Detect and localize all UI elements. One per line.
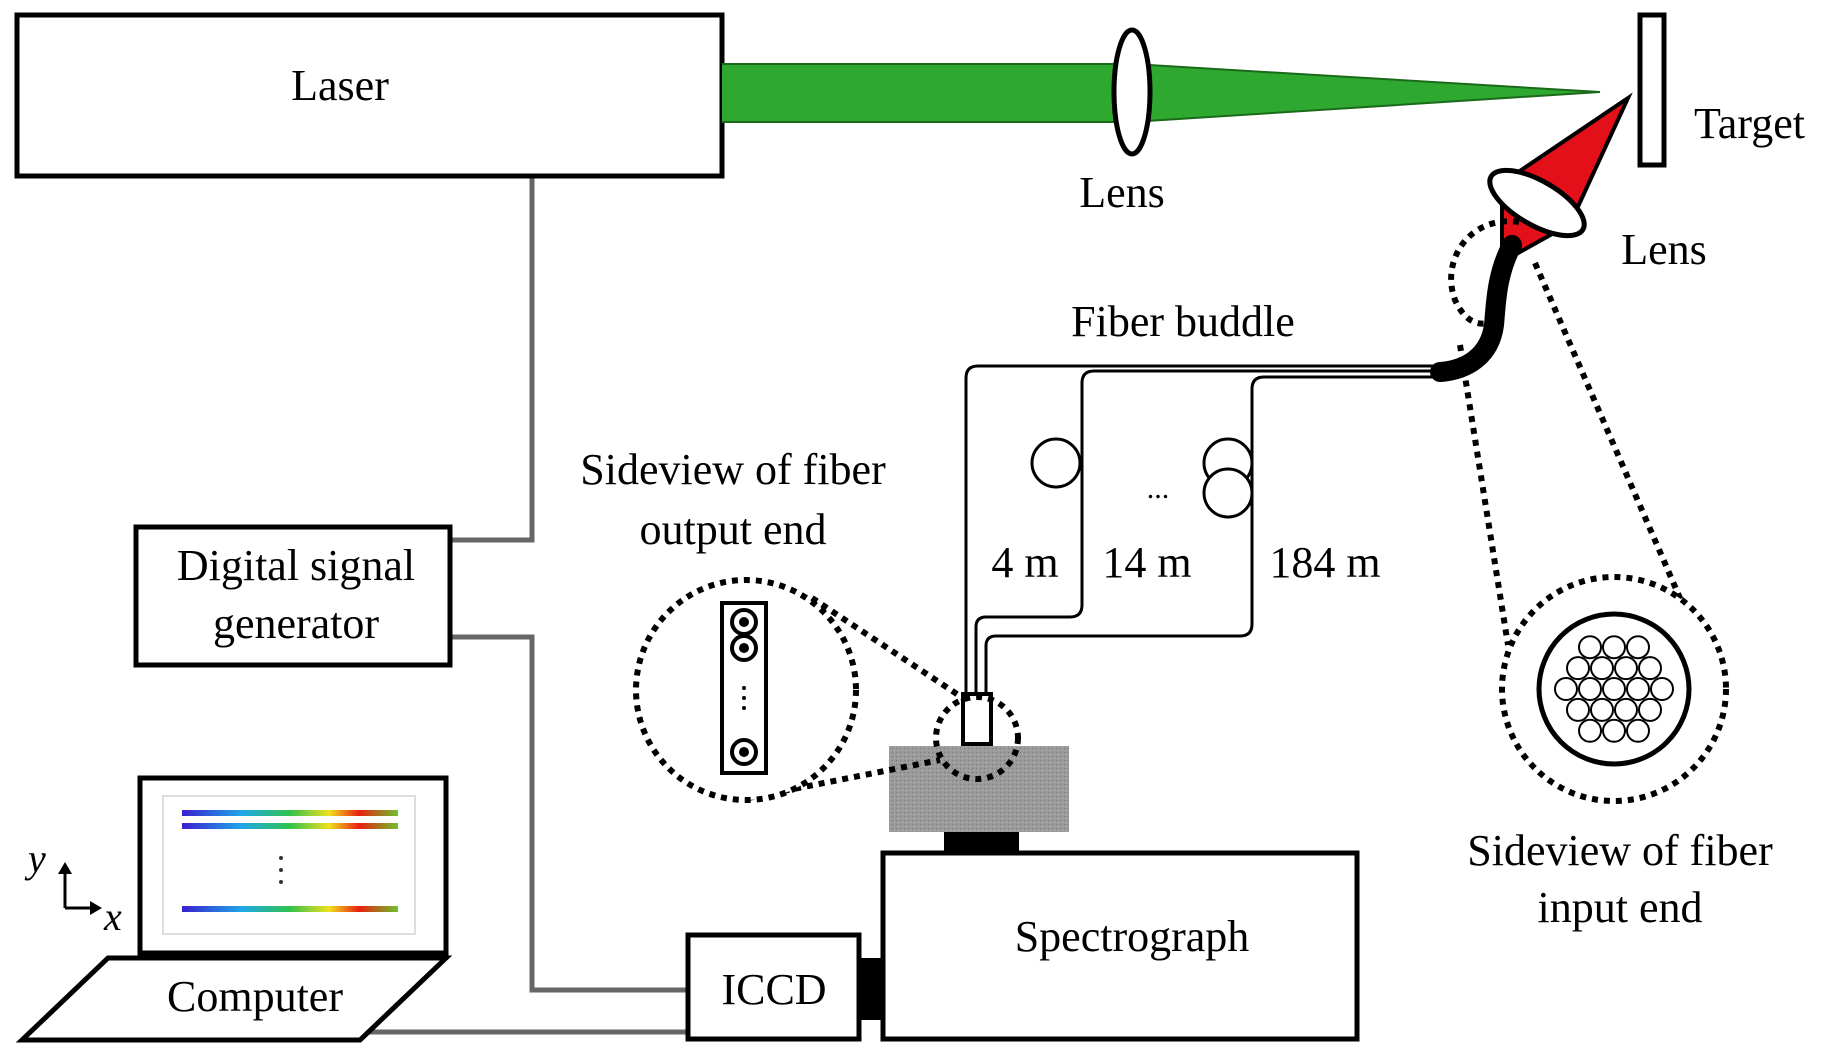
computer: Computer [15,775,453,1043]
cable-dsg-to-iccd [448,634,686,993]
computer-screen [162,795,416,935]
output-sideview-label-line2: output end [640,505,827,554]
digital-signal-generator-box [133,524,453,668]
laser-label: Laser [291,61,389,110]
spectrograph-mount [944,832,1019,852]
signal-cables [362,176,686,1035]
laser-box [14,12,725,179]
input-sideview-label-line1: Sideview of fiber [1467,826,1773,875]
fiber-lines [964,364,1440,700]
spectrum-stripe-1 [182,810,398,816]
fiber-core [1578,677,1602,701]
fiber-bundle-label: Fiber buddle [1071,297,1295,346]
fiber-core [1578,718,1602,743]
input-sideview-label-line2: input end [1538,883,1703,932]
fiber-coil-4m [1030,437,1082,489]
axis-y-label: y [24,836,46,881]
fiber-14m [974,369,1440,700]
dsg-label-line1: Digital signal [177,541,415,590]
fiber-core [1626,635,1650,660]
spectrograph-input-plate [889,746,1069,832]
fiber-core [1590,656,1614,681]
fiber-core [1614,697,1638,722]
fiber-coils [1030,437,1254,519]
lens-right-label: Lens [1621,225,1707,274]
fiber-core [1554,677,1578,701]
axis-indicator: y x [24,836,122,939]
fiber-core [1614,656,1638,681]
fiber-core [1602,635,1626,660]
iccd-label: ICCD [721,965,826,1014]
computer-keyboard [15,955,453,1043]
target-label: Target [1694,99,1805,148]
input-zoom-connectors [1448,218,1689,646]
fiber-core [1566,697,1590,722]
output-sideview-label-line1: Sideview of fiber [580,445,886,494]
lens-top-label: Lens [1079,168,1165,217]
fiber-core [1638,656,1662,681]
fiber-bundle-input-head [1430,235,1522,382]
fiber-length-4m: 4 m [991,538,1058,587]
spectrum-stripe-2 [182,823,398,829]
fiber-core [1578,635,1602,660]
spectrum-stripe-3 [182,906,398,912]
output-zoom-connectors [747,595,965,801]
computer-label: Computer [167,972,343,1021]
fiber-length-14m: 14 m [1102,538,1191,587]
fiber-4m [964,364,1440,700]
spectrograph-box [880,850,1360,1042]
fiber-core [1602,677,1626,701]
fiber-core [1590,697,1614,722]
iccd-coupler [859,958,884,1020]
fiber-core [1626,718,1650,743]
green-laser-beam [722,62,1601,124]
fiber-output-connector [961,692,993,746]
fiber-length-184m: 184 m [1269,538,1380,587]
axis-x-label: x [103,894,122,939]
spectrograph-label: Spectrograph [1015,912,1250,961]
input-end-fiber-cores [1554,635,1674,743]
fiber-184m [984,375,1440,700]
fiber-ellipsis: ... [1147,472,1170,505]
fiber-core [1566,656,1590,681]
fiber-core [1650,677,1674,701]
dsg-label-line2: generator [213,599,379,648]
cable-laser-to-dsg [448,176,535,543]
fiber-coil-184m-b [1202,467,1254,519]
fiber-core [1638,697,1662,722]
collecting-lens-right [1487,167,1587,239]
fiber-core [1602,718,1626,743]
fiber-core [1626,677,1650,701]
target-plate [1637,12,1667,168]
output-end-fiber-array [720,601,768,775]
focusing-lens-top [1111,27,1153,157]
output-zoom-region [933,694,1021,782]
